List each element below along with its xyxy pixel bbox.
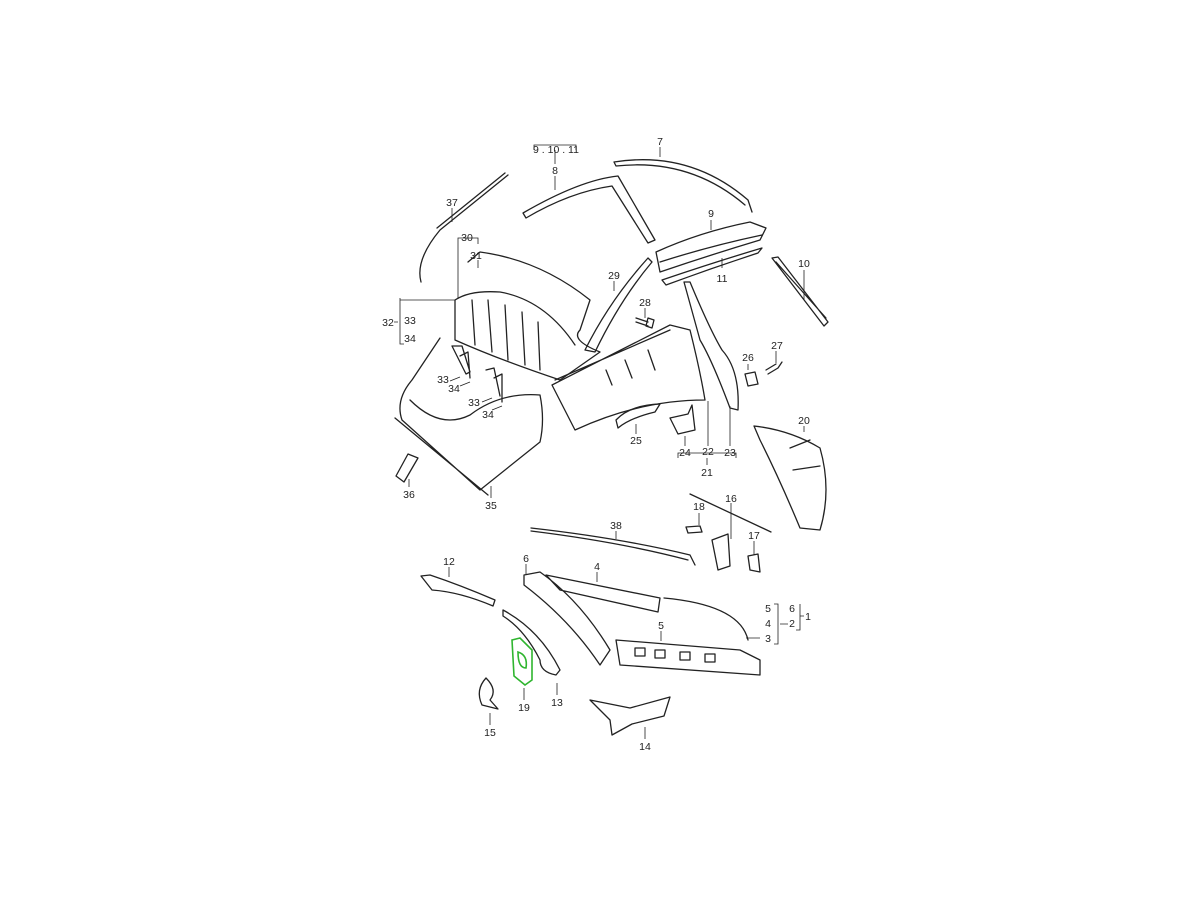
part-labels: 9 . 10 . 11 8 7 37 30 31 29 28 9 11 10 3… [382,136,811,753]
part-4-5-6[interactable] [523,571,761,676]
label-3[interactable]: 3 [765,633,771,645]
label-10[interactable]: 10 [798,258,810,270]
label-4[interactable]: 4 [765,618,771,630]
label-5[interactable]: 5 [658,620,664,632]
label-6[interactable]: 6 [523,553,529,565]
label-19[interactable]: 19 [518,702,530,714]
label-6[interactable]: 6 [789,603,795,615]
part-37[interactable] [419,172,509,283]
label-23[interactable]: 23 [724,447,736,459]
part-14[interactable] [589,696,671,736]
label-27[interactable]: 27 [771,340,783,352]
label-21[interactable]: 21 [701,467,713,479]
part-35[interactable] [394,337,544,496]
label-31[interactable]: 31 [470,250,482,262]
part-9-11[interactable] [655,221,767,286]
label-22[interactable]: 22 [702,446,714,458]
part-26[interactable] [744,371,759,387]
label-2[interactable]: 2 [789,618,795,630]
part-13[interactable] [502,609,561,676]
label-33[interactable]: 33 [404,315,416,327]
label-15[interactable]: 15 [484,727,496,739]
part-12[interactable] [420,574,496,607]
label-16[interactable]: 16 [725,493,737,505]
label-35[interactable]: 35 [485,500,497,512]
label-8[interactable]: 8 [552,165,558,177]
label-1[interactable]: 1 [805,611,811,623]
part-10[interactable] [771,256,829,327]
label-9-10-11: 9 . 10 . 11 [533,144,579,156]
label-20[interactable]: 20 [798,415,810,427]
part-drawings [394,159,829,736]
part-20[interactable] [753,425,827,531]
label-9[interactable]: 9 [708,208,714,220]
label-12[interactable]: 12 [443,556,455,568]
label-30[interactable]: 30 [461,232,473,244]
label-29[interactable]: 29 [608,270,620,282]
part-38[interactable] [530,527,696,566]
label-24[interactable]: 24 [679,447,691,459]
label-34[interactable]: 34 [448,383,460,395]
part-22[interactable] [551,324,706,431]
label-38[interactable]: 38 [610,520,622,532]
part-19[interactable] [511,637,533,687]
part-7[interactable] [613,159,753,213]
part-24[interactable] [669,404,696,435]
label-5[interactable]: 5 [765,603,771,615]
label-33[interactable]: 33 [468,397,480,409]
label-4[interactable]: 4 [594,561,600,573]
label-17[interactable]: 17 [748,530,760,542]
part-8[interactable] [522,175,656,244]
label-25[interactable]: 25 [630,435,642,447]
part-25[interactable] [615,403,661,429]
part-29[interactable] [584,257,653,353]
label-28[interactable]: 28 [639,297,651,309]
label-34[interactable]: 34 [404,333,416,345]
part-36[interactable] [395,453,419,483]
label-18[interactable]: 18 [693,501,705,513]
label-37[interactable]: 37 [446,197,458,209]
part-15[interactable] [478,677,499,710]
part-33-34[interactable] [451,345,503,403]
label-13[interactable]: 13 [551,697,563,709]
label-32[interactable]: 32 [382,317,394,329]
label-26[interactable]: 26 [742,352,754,364]
label-34[interactable]: 34 [482,409,494,421]
label-7[interactable]: 7 [657,136,663,148]
label-36[interactable]: 36 [403,489,415,501]
label-33[interactable]: 33 [437,374,449,386]
part-27[interactable] [765,361,783,375]
part-23[interactable] [683,281,739,411]
label-14[interactable]: 14 [639,741,651,753]
part-30-31[interactable] [454,251,601,381]
part-16-17-18[interactable] [685,493,772,573]
leader-lines [394,144,805,739]
part-28[interactable] [635,317,655,329]
label-11[interactable]: 11 [717,273,728,285]
